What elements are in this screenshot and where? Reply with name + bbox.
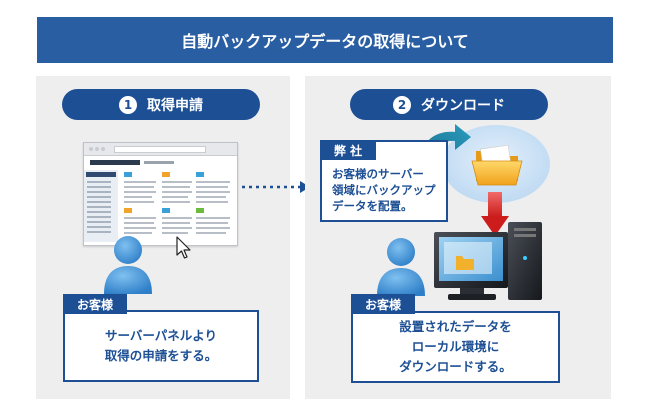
mouse-cursor-icon	[176, 236, 191, 259]
company-note-line: お客様のサーバー	[332, 167, 424, 181]
company-note-line: データを配置。	[332, 199, 413, 213]
browser-window-icon	[83, 142, 238, 246]
folder-icon	[442, 125, 550, 203]
company-note-text: お客様のサーバー 領域にバックアップ データを配置。	[332, 166, 440, 214]
step-2-header: 2 ダウンロード	[350, 89, 548, 120]
company-note-line: 領域にバックアップ	[332, 183, 436, 197]
step-2-description-line: ダウンロードする。	[399, 359, 512, 374]
company-tag: 弊 社	[320, 140, 376, 160]
diagram-title: 自動バックアップデータの取得について	[37, 17, 613, 63]
computer-icon	[434, 222, 542, 300]
step-1-description-line: 取得の申請をする。	[104, 348, 218, 363]
dotted-arrow-icon	[242, 181, 310, 193]
user-icon	[104, 236, 152, 294]
step-1-header: 1 取得申請	[62, 89, 260, 120]
step-1-actor-tag: お客様	[63, 294, 127, 314]
step-1-label: 取得申請	[147, 97, 203, 114]
user-icon	[377, 238, 425, 296]
step-2-label: ダウンロード	[421, 97, 505, 114]
step-2-description-box: 設置されたデータを ローカル環境に ダウンロードする。	[351, 311, 560, 383]
step-1-description-box: サーバーパネルより 取得の申請をする。	[63, 310, 259, 382]
step-2-number: 2	[393, 95, 411, 114]
step-2-description-line: 設置されたデータを	[399, 319, 512, 334]
step-1-number: 1	[119, 95, 137, 114]
step-1-description-line: サーバーパネルより	[104, 328, 217, 343]
arrow-down-icon	[481, 192, 509, 236]
step-2-description-line: ローカル環境に	[411, 339, 500, 354]
step-2-actor-tag: お客様	[351, 294, 415, 314]
company-note-box: 弊 社 お客様のサーバー 領域にバックアップ データを配置。	[320, 140, 448, 222]
